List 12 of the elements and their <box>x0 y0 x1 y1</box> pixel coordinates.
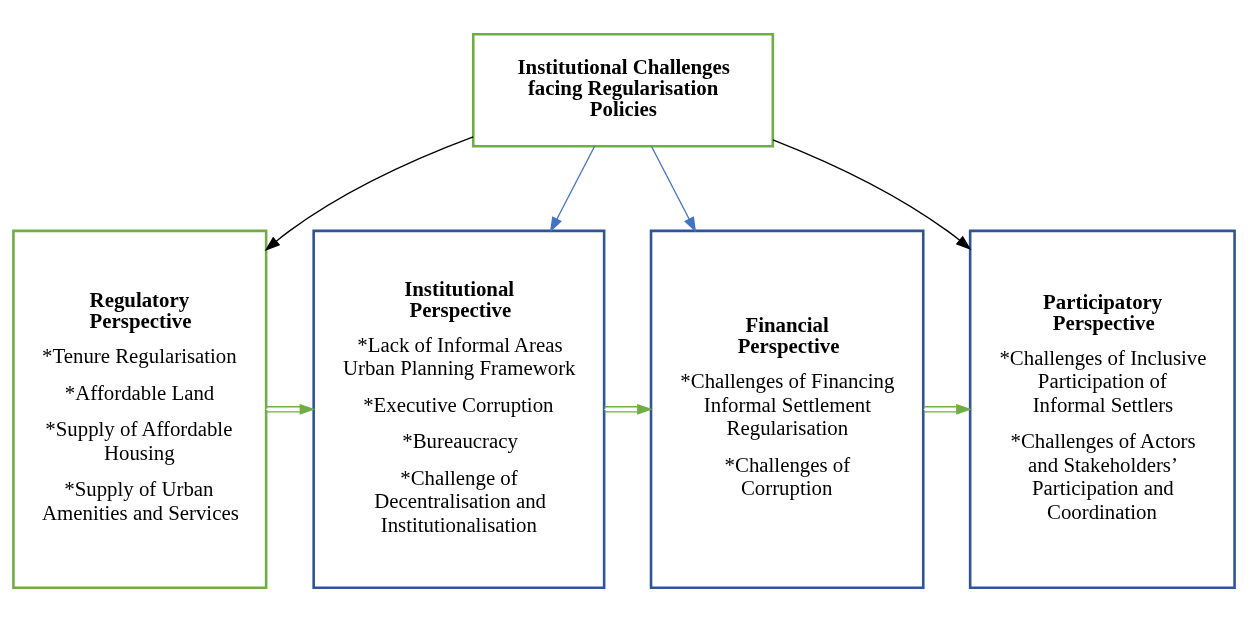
arrow <box>264 136 474 252</box>
arrow <box>603 403 653 415</box>
node-box: Participatory Perspective *Challenges of Inclusive Participation of Informal Settlers *Challenges of Actors and Stakeholders’ Participation and Coordination <box>968 229 1236 590</box>
node-box: Financial Perspective *Challenges of Financing Informal Settlement Regularisation *Challenges of Corruption <box>649 229 925 590</box>
node-box: Institutional Challenges facing Regularisation Policies <box>471 32 775 148</box>
node-box: Regulatory Perspective *Tenure Regularisation *Affordable Land *Supply of Affordable Housing *Supply of Urban Amenities and Services <box>12 229 268 590</box>
node-box: Institutional Perspective *Lack of Informal Areas Urban Planning Framework *Executive Corruption *Bureaucracy *Challenge of Decentralisation and Institutionalisation <box>312 229 606 590</box>
arrow <box>549 145 596 233</box>
arrow <box>265 403 316 415</box>
arrow <box>772 139 972 250</box>
arrow <box>923 403 972 415</box>
arrow <box>650 145 697 233</box>
